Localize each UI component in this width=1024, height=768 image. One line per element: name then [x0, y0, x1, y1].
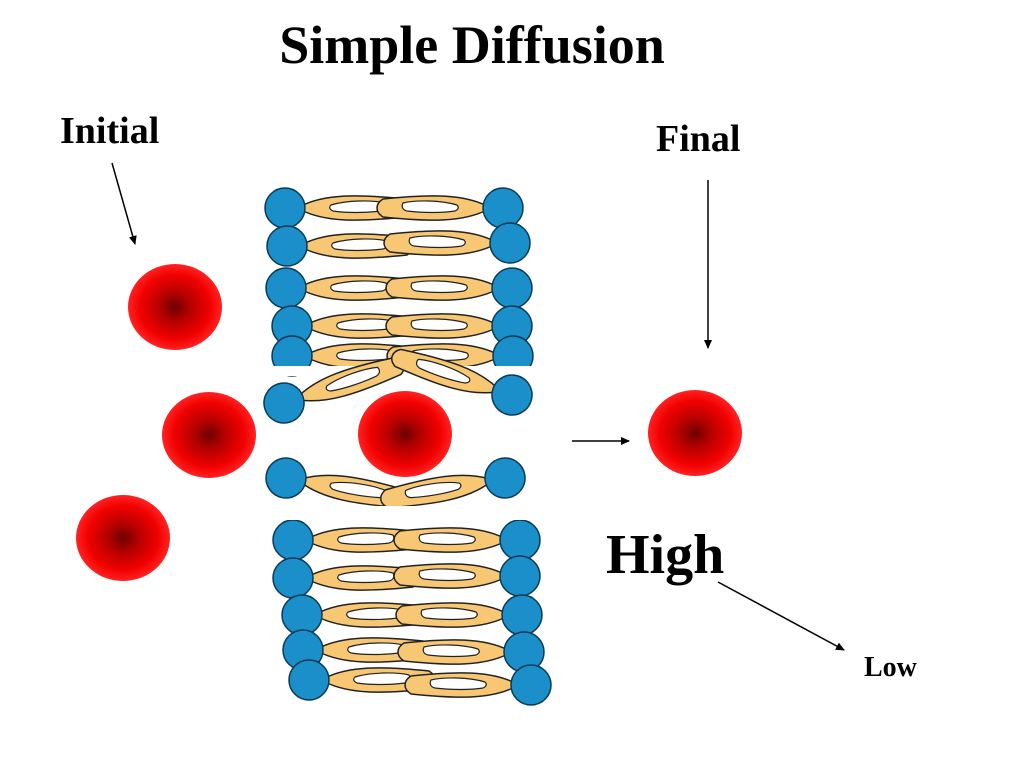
molecule — [76, 495, 170, 581]
phospholipid — [395, 594, 543, 636]
initial-arrow — [111, 162, 137, 245]
molecule-final — [648, 390, 742, 476]
page-title: Simple Diffusion — [279, 15, 665, 75]
arrows — [111, 162, 845, 651]
final-label: Final — [656, 118, 741, 160]
high-label: High — [606, 524, 725, 586]
phospholipid — [376, 187, 524, 229]
gradient-arrow — [717, 581, 845, 651]
molecule — [128, 264, 222, 350]
membrane-lower — [272, 519, 552, 706]
molecule — [162, 392, 256, 478]
molecule-in-channel — [358, 391, 452, 477]
molecules — [76, 264, 742, 581]
phospholipid — [393, 519, 541, 561]
phospholipid — [397, 631, 545, 673]
membrane-upper — [264, 187, 534, 377]
phospholipid — [383, 222, 531, 264]
initial-label: Initial — [60, 110, 160, 152]
phospholipid — [385, 267, 533, 309]
low-label: Low — [864, 652, 917, 683]
phospholipid — [393, 555, 541, 597]
